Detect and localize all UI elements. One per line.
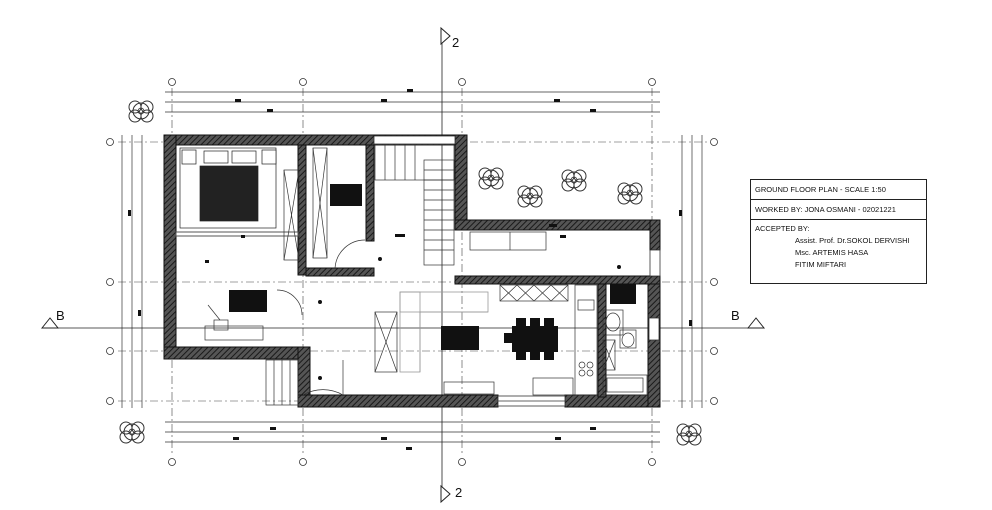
wardrobe [283, 147, 328, 261]
section-label-right: B [731, 308, 740, 323]
bathroom-fixtures [602, 309, 648, 396]
level-markers [318, 257, 621, 380]
accepted-by-label: ACCEPTED BY: [755, 224, 810, 233]
title-block: GROUND FLOOR PLAN - SCALE 1:50 WORKED BY… [750, 179, 927, 284]
grid-bubble-icon [106, 78, 718, 466]
desk [204, 304, 264, 341]
accepted-by-section: ACCEPTED BY: Assist. Prof. Dr.SOKOL DERV… [751, 220, 926, 271]
tv-unit [374, 311, 398, 373]
section-label-top: 2 [452, 35, 460, 50]
door-swings [276, 239, 366, 396]
sofa [399, 291, 489, 373]
approver-3: FITIM MIFTARI [795, 260, 847, 269]
section-arrow-icon [40, 26, 766, 504]
worked-by: WORKED BY: JONA OSMANI - 02021221 [751, 200, 926, 220]
windows [373, 135, 661, 407]
approver-2: Msc. ARTEMIS HASA [795, 248, 869, 257]
kitchen-counter [443, 284, 598, 396]
terrace-bench [469, 231, 547, 251]
section-label-left: B [56, 308, 65, 323]
dimension-text-marks [128, 89, 692, 450]
room-label-blocks [205, 184, 636, 350]
section-lines [50, 40, 752, 490]
drawing-title: GROUND FLOOR PLAN - SCALE 1:50 [751, 180, 926, 200]
bed [179, 147, 277, 229]
section-label-bottom: 2 [455, 485, 463, 500]
dining-set [504, 318, 558, 360]
approver-1: Assist. Prof. Dr.SOKOL DERVISHI [795, 236, 910, 245]
staircase [265, 144, 455, 406]
dimension-lines [121, 91, 703, 443]
